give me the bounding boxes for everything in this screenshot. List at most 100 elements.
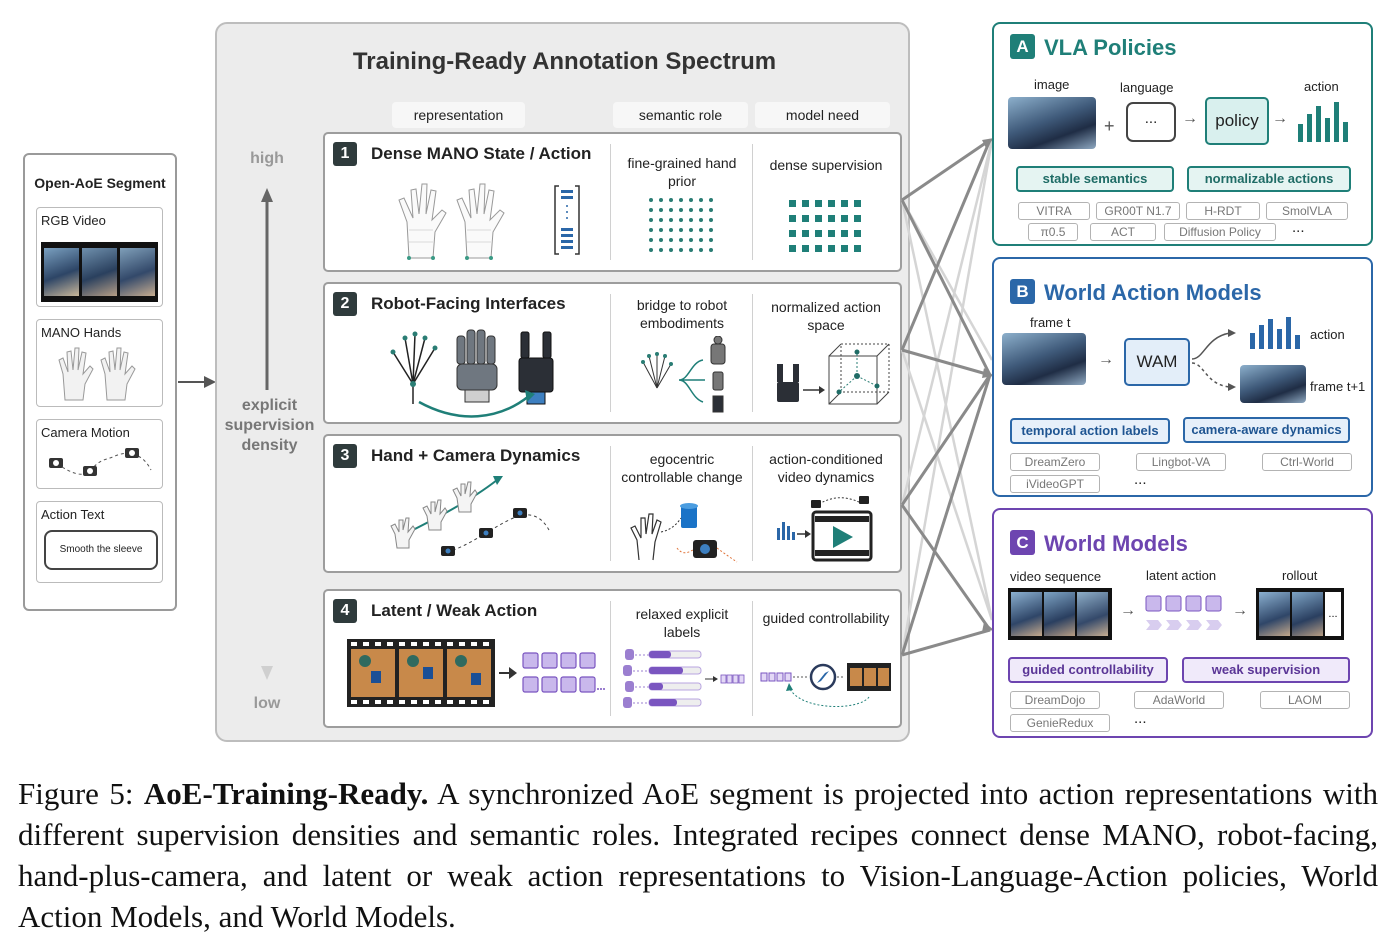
image-label: image (1034, 77, 1070, 92)
semantic-role-text: egocentric controllable change (621, 451, 743, 485)
chip-vitra: VITRA (1018, 202, 1090, 220)
tag-temporal-action-labels: temporal action labels (1010, 418, 1170, 444)
model-need-text: normalized action space (771, 299, 881, 333)
latent-action-tokens (1145, 595, 1222, 630)
action-label: action (1310, 327, 1345, 342)
axis-label: explicit supervision density (224, 397, 315, 454)
model-need-text: guided controllability (762, 610, 890, 626)
arrow-icon: → (1232, 602, 1248, 619)
chip-smolvla: SmolVLA (1266, 202, 1348, 220)
language-bubble: ... (1126, 102, 1176, 142)
row-number-badge: 3 (333, 444, 357, 468)
tag-guided-controllability: guided controllability (1008, 657, 1168, 683)
semantic-role-text: fine-grained hand prior (627, 155, 737, 189)
action-text-card: Action Text Smooth the sleeve (36, 501, 163, 583)
rgb-video-card: RGB Video (36, 207, 163, 307)
semantic-role-text: relaxed explicit labels (635, 606, 729, 640)
chip-ivideogpt: iVideoGPT (1010, 475, 1100, 493)
action-text-label: Action Text (41, 507, 105, 522)
normalized-action-cube-icon (777, 343, 890, 405)
caption-prefix: Figure 5: (18, 776, 134, 811)
camera-trajectory-icon (49, 448, 152, 476)
annotation-spectrum-panel: Training-Ready Annotation Spectrum repre… (215, 22, 910, 742)
row-number-badge: 2 (333, 292, 357, 316)
vla-policies-panel: A VLA Policies image + language ... → po… (992, 22, 1373, 246)
row-title: Hand + Camera Dynamics (371, 446, 581, 465)
camera-motion-card: Camera Motion (36, 419, 163, 489)
hand-camera-trajectory-icon (390, 476, 550, 556)
tag-weak-supervision: weak supervision (1182, 657, 1350, 683)
mano-hands-label: MANO Hands (41, 325, 122, 340)
chip-h-rdt: H-RDT (1186, 202, 1260, 220)
embodiment-bridge-icon (641, 336, 726, 413)
hand-prior-dot-grid (649, 198, 713, 252)
segment-to-spectrum-arrow (178, 376, 216, 388)
row-latent-weak-action: 4 Latent / Weak Action relaxed explicit … (323, 589, 902, 728)
video-sequence-filmstrip (1008, 588, 1112, 640)
mano-hands-card: MANO Hands (36, 319, 163, 407)
input-image (1008, 97, 1096, 149)
row-title: Robot-Facing Interfaces (371, 294, 566, 313)
model-need-text: dense supervision (769, 157, 883, 173)
branch-arrows (1191, 329, 1236, 391)
arrow-icon: → (1182, 110, 1198, 127)
latent-action-label: latent action (1146, 568, 1217, 583)
action-label: action (1304, 79, 1339, 94)
chip-ctrl-world: Ctrl-World (1262, 453, 1352, 471)
chip-act: ACT (1090, 223, 1156, 241)
row-robot-facing: 2 Robot-Facing Interfaces bridge to robo… (323, 282, 902, 424)
column-header-semantic-role: semantic role (613, 102, 748, 128)
mano-hands-icon (58, 347, 136, 401)
caption-bold-title: AoE-Training-Ready. (143, 776, 429, 811)
chip-dreamzero: DreamZero (1010, 453, 1100, 471)
column-header-representation: representation (392, 102, 525, 128)
language-label: language (1120, 80, 1174, 95)
arrow-icon: → (1120, 602, 1136, 619)
caption-body: A synchronized AoE segment is projected … (18, 776, 1378, 934)
row-dense-mano: 1 Dense MANO State / Action fine-grained… (323, 132, 902, 272)
column-header-model-need: model need (755, 102, 890, 128)
video-filmstrip (41, 242, 158, 302)
arrow-icon: → (1272, 110, 1288, 127)
action-bars-icon (1250, 317, 1300, 349)
segment-title: Open-AoE Segment (34, 175, 166, 191)
chip-dreamdojo: DreamDojo (1010, 691, 1100, 709)
panel-title: World Action Models (1044, 280, 1262, 305)
row-number-badge: 1 (333, 142, 357, 166)
mano-mesh-hands-icon (398, 183, 505, 260)
more-ellipsis: ... (1134, 471, 1147, 488)
panel-badge: C (1010, 530, 1035, 555)
panel-badge: B (1010, 279, 1035, 304)
chip-adaworld: AdaWorld (1134, 691, 1224, 709)
connection-lines (900, 138, 994, 657)
more-ellipsis: ... (1292, 219, 1305, 236)
axis-high-label: high (250, 150, 284, 167)
chip-diffusion-policy: Diffusion Policy (1164, 223, 1276, 241)
rgb-video-label: RGB Video (41, 213, 106, 228)
semantic-role-text: bridge to robot embodiments (636, 297, 728, 331)
rollout-label: rollout (1282, 568, 1318, 583)
guided-controllability-icon (760, 663, 891, 707)
axis-low-label: low (253, 695, 281, 712)
state-vector-icon (554, 185, 580, 255)
frame-t-label: frame t (1030, 315, 1071, 330)
frame-next-label: frame t+1 (1310, 379, 1366, 394)
world-action-models-panel: B World Action Models frame t → WAM acti… (992, 257, 1373, 497)
chip-genieredux: GenieRedux (1010, 714, 1110, 732)
frame-t-image (1002, 333, 1086, 385)
spectrum-title: Training-Ready Annotation Spectrum (352, 48, 777, 75)
panel-title: World Models (1044, 531, 1188, 556)
panel-title: VLA Policies (1044, 35, 1177, 60)
robot-hands-icon (390, 329, 554, 418)
supervision-density-axis (261, 188, 273, 680)
frame-next-image (1240, 365, 1306, 403)
chip-pi05: π0.5 (1028, 223, 1078, 241)
tag-camera-aware-dynamics: camera-aware dynamics (1183, 417, 1350, 443)
row-number-badge: 4 (333, 599, 357, 623)
video-sequence-label: video sequence (1010, 569, 1102, 584)
chip-lingbot-va: Lingbot-VA (1136, 453, 1226, 471)
more-ellipsis: ... (1134, 710, 1147, 727)
chip-groot: GR00T N1.7 (1096, 202, 1180, 220)
camera-motion-label: Camera Motion (41, 425, 130, 440)
world-models-panel: C World Models video sequence → latent a… (992, 508, 1373, 738)
